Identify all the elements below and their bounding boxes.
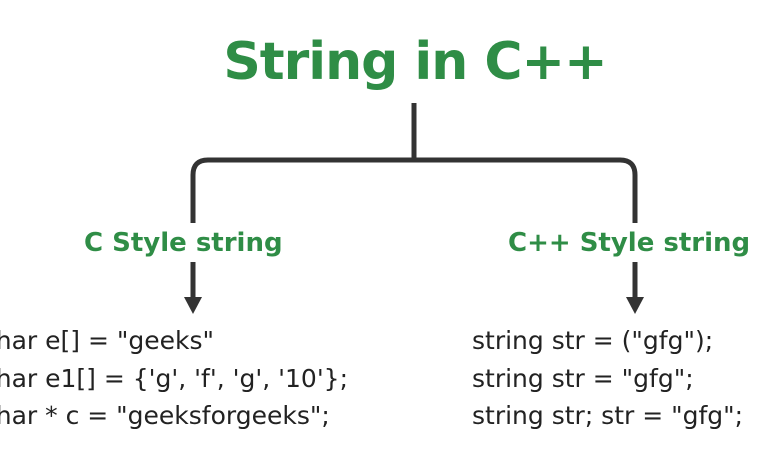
- code-line: char e[] = "geeks": [0, 326, 214, 355]
- c-style-label: C Style string: [84, 228, 283, 258]
- code-line: char e1[] = {'g', 'f', 'g', '10'};: [0, 363, 349, 393]
- code-line: string str; str = "gfg";: [472, 401, 744, 430]
- branch-bracket: [190, 157, 638, 223]
- cpp-style-label: C++ Style string: [508, 228, 751, 258]
- right-arrow-head-icon: [626, 297, 644, 314]
- c-style-code: char e[] = "geeks" char e1[] = {'g', 'f'…: [0, 322, 348, 435]
- code-line: string str = ("gfg");: [472, 326, 714, 355]
- diagram-title: String in C++: [223, 32, 607, 92]
- left-arrow-head-icon: [184, 297, 202, 314]
- code-line: char * c = "geeksforgeeks";: [0, 401, 330, 430]
- code-line: string str = "gfg";: [472, 363, 694, 393]
- cpp-style-code: string str = ("gfg"); string str = "gfg"…: [472, 322, 743, 435]
